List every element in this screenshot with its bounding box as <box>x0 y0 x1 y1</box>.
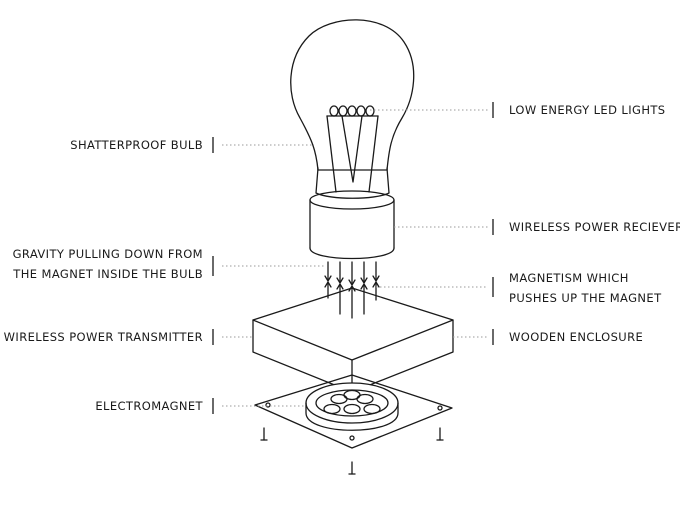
label-gravity-line1: GRAVITY PULLING DOWN FROM <box>12 247 203 261</box>
label-low-energy-led: LOW ENERGY LED LIGHTS <box>509 103 666 117</box>
leader-lines <box>222 109 488 407</box>
label-wireless-receiver: WIRELESS POWER RECIEVER <box>509 220 680 234</box>
electromagnet-ring <box>305 382 399 431</box>
magnetism-arrows <box>324 281 380 319</box>
bulb-filament <box>326 115 379 193</box>
gravity-arrows <box>324 261 380 286</box>
label-shatterproof-bulb: SHATTERPROOF BULB <box>70 138 203 152</box>
label-electromagnet: ELECTROMAGNET <box>95 399 203 413</box>
led-coil <box>329 105 375 117</box>
label-magnetism-line2: PUSHES UP THE MAGNET <box>509 291 662 305</box>
label-ticks <box>212 102 494 414</box>
receiver-cylinder <box>309 190 395 260</box>
label-magnetism-line1: MAGNETISM WHICH <box>509 271 629 285</box>
label-wooden-enclosure: WOODEN ENCLOSURE <box>509 330 644 344</box>
label-gravity-line2: THE MAGNET INSIDE THE BULB <box>13 267 203 281</box>
label-wireless-transmitter: WIRELESS POWER TRANSMITTER <box>3 330 203 344</box>
mounting-screws <box>260 427 444 475</box>
bulb-glass <box>290 19 415 199</box>
wooden-enclosure-box <box>252 287 454 393</box>
